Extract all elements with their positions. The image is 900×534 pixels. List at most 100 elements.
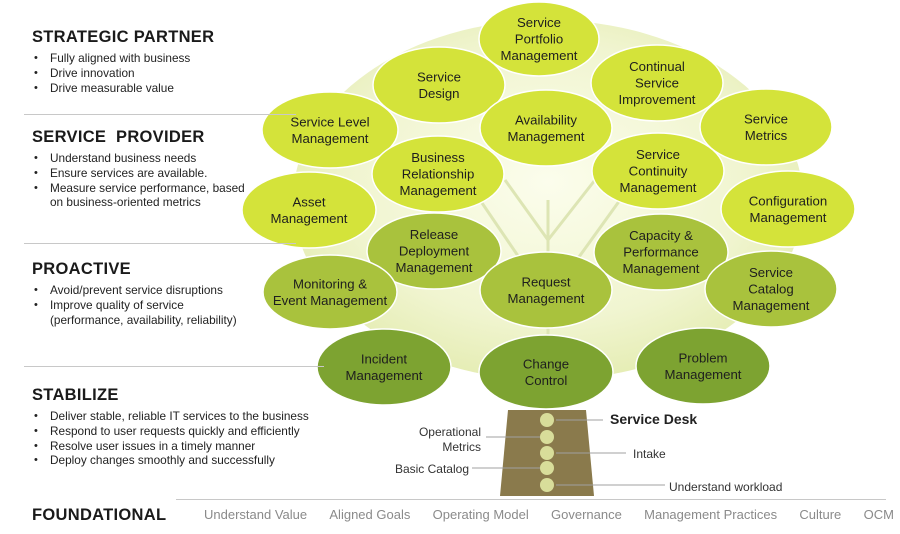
tier-proactive: PROACTIVE Avoid/prevent service disrupti… (32, 260, 247, 327)
bubble-label: Service (749, 265, 793, 280)
bubble-shape (316, 328, 452, 406)
trunk-node (540, 413, 554, 427)
bubble-label: Business (411, 150, 465, 165)
bubble-label: Control (525, 373, 568, 388)
trunk-node (540, 461, 554, 475)
bubble-label: Management (271, 211, 348, 226)
tier-bullet: Drive measurable value (34, 81, 282, 96)
bubble-label: Continuity (629, 164, 688, 179)
tier-bullet: Ensure services are available. (34, 166, 247, 181)
foundation-item: OCM (863, 507, 894, 522)
bubble-shape (699, 88, 833, 166)
bubble-label: Management (750, 210, 827, 225)
tier-title: PROACTIVE (32, 260, 131, 278)
tier-bullet: Fully aligned with business (34, 51, 282, 66)
trunk-label: Metrics (442, 440, 481, 454)
bubble-label: Performance (623, 245, 699, 260)
bubble-label: Management (508, 129, 585, 144)
tier-title: STRATEGIC PARTNER (32, 28, 215, 46)
trunk-label: Operational (419, 425, 481, 439)
trunk-label: Basic Catalog (395, 462, 469, 476)
bubble-label: Asset (293, 194, 326, 209)
tier-title: STABILIZE (32, 386, 119, 404)
bubble-label: Management (733, 298, 810, 313)
trunk-node (540, 446, 554, 460)
tier-bullets: Avoid/prevent service disruptions Improv… (32, 283, 247, 327)
bubble-label: Request (521, 274, 570, 289)
bubble-shape (478, 334, 614, 410)
foundation-divider (176, 499, 886, 500)
bubble-shape (479, 89, 613, 167)
bubble-label: Management (396, 260, 473, 275)
bubble-label: Service (636, 147, 680, 162)
bubble-label: Improvement (619, 92, 696, 107)
tier-bullets: Deliver stable, reliable IT services to … (32, 409, 352, 468)
trunk-label: Intake (633, 447, 666, 461)
bubble-label: Management (508, 291, 585, 306)
bubble-label: Availability (515, 112, 577, 127)
tier-bullet: Respond to user requests quickly and eff… (34, 424, 352, 439)
bubble-label: Service (417, 69, 461, 84)
tier-bullet: Deploy changes smoothly and successfully (34, 453, 352, 468)
bubble-label: Catalog (748, 282, 793, 297)
tier-bullets: Understand business needs Ensure service… (32, 151, 247, 210)
tier-divider-2 (24, 243, 296, 244)
bubble-label: Service (635, 76, 679, 91)
trunk-connectors (472, 419, 665, 486)
bubble-label: Design (418, 86, 459, 101)
foundation-item: Governance (551, 507, 622, 522)
foundation-item: Management Practices (644, 507, 778, 522)
bubble-shape (590, 44, 724, 122)
tier-bullet: Deliver stable, reliable IT services to … (34, 409, 352, 424)
bubble-label: Portfolio (515, 32, 563, 47)
foundation-item: Operating Model (432, 507, 529, 522)
bubble-shape (478, 1, 600, 77)
tier-stabilize: STABILIZE Deliver stable, reliable IT se… (32, 386, 352, 468)
bubble-label: Release (410, 227, 458, 242)
bubble-label: Service (517, 15, 561, 30)
foundation-title: FOUNDATIONAL (32, 506, 167, 524)
capability-bubble: Monitoring &Event Management (262, 254, 398, 330)
bubble-label: Management (665, 367, 742, 382)
tier-bullet: Improve quality of service (performance,… (34, 298, 247, 328)
tier-strategic-partner: STRATEGIC PARTNER Fully aligned with bus… (32, 28, 282, 95)
foundation-item: Aligned Goals (329, 507, 411, 522)
bubble-label: Management (501, 48, 578, 63)
bubble-shape (366, 212, 502, 290)
bubble-shape (720, 170, 856, 248)
bubble-layer: ServicePortfolioManagementServiceDesignC… (241, 1, 856, 410)
bubble-label: Change (523, 356, 569, 371)
bubble-shape (371, 135, 505, 213)
bubble-label: Continual (629, 59, 685, 74)
tier-divider-3 (24, 366, 324, 367)
bubble-label: Management (346, 368, 423, 383)
bubble-shape (593, 213, 729, 291)
bubble-shape (704, 250, 838, 328)
foundation-item: Understand Value (204, 507, 308, 522)
bubble-shape (591, 132, 725, 210)
bubble-shape (372, 46, 506, 124)
bubble-shape (261, 91, 399, 169)
bubble-label: Configuration (749, 193, 827, 208)
bubble-label: Management (292, 131, 369, 146)
bubble-label: Metrics (745, 128, 788, 143)
tier-service-provider: SERVICE PROVIDER Understand business nee… (32, 128, 247, 210)
bubble-label: Management (400, 183, 477, 198)
trunk-node (540, 478, 554, 492)
tier-bullet: Measure service performance, based on bu… (34, 181, 247, 211)
bubble-label: Problem (678, 350, 727, 365)
